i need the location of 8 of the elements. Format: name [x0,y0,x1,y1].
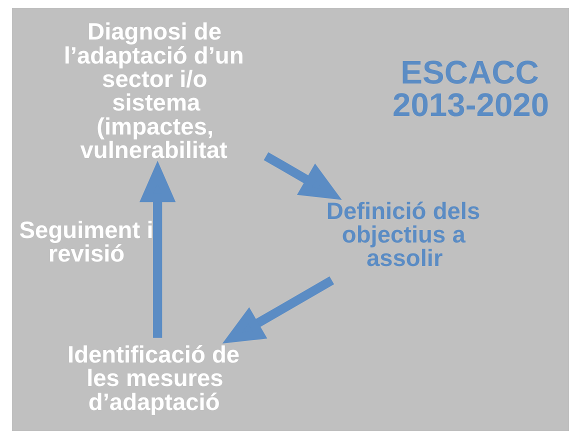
node-text: Definició dels objectius a assolir [326,198,480,272]
label: ESCACC 2013-2020 [392,53,549,124]
arrow [222,276,334,344]
arrow [138,160,176,338]
node-text: Diagnosi de l’adaptació d’un sector i/o sistema (impactes, vulnerabilitat [63,20,244,164]
arrow [263,152,342,200]
node-text: Identificació de les mesures d’adaptació [67,342,240,416]
edge-label: Seguiment i revisió [18,218,153,268]
